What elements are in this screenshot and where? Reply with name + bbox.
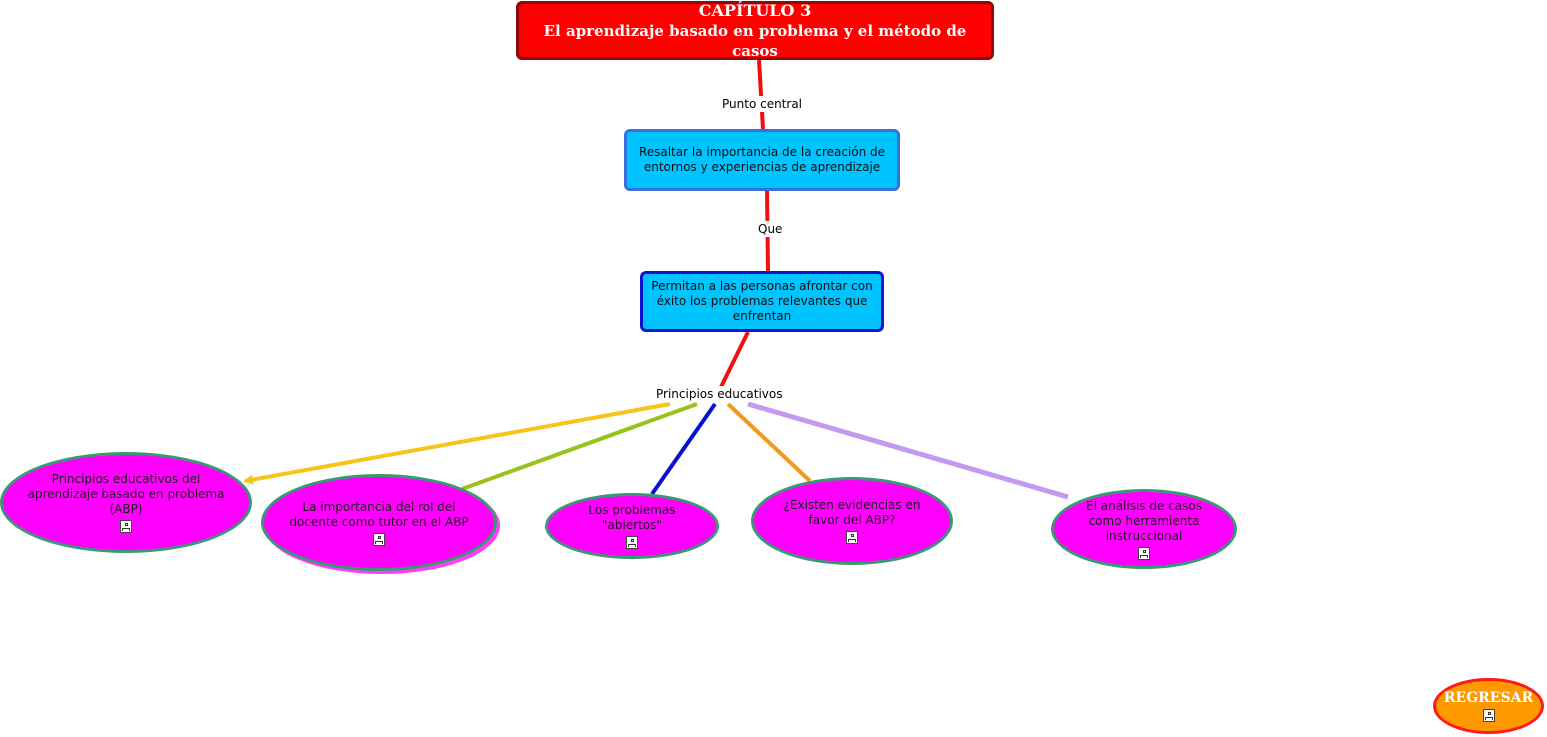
topic-node-abp-principles[interactable]: Principios educativos del aprendizaje ba… [0,452,252,553]
connector-allow-to-principles [719,331,750,388]
back-button-label: REGRESAR [1443,690,1534,706]
branch-to-topic-5 [747,401,1069,500]
topic-label: Principios educativos del aprendizaje ba… [27,472,225,516]
topic-label: Los problemas "abiertos" [588,503,676,532]
topic-node-case-analysis[interactable]: El análisis de casos como herramienta in… [1051,489,1237,569]
concept-map-icon[interactable] [846,531,858,544]
branch-to-topic-1 [243,402,671,485]
link-label-that: Que [756,221,785,237]
link-label-principles: Principios educativos [654,386,785,402]
branch-to-topic-2 [461,402,698,491]
concept-map-icon[interactable] [120,520,132,533]
chapter-number: CAPÍTULO 3 [698,0,812,20]
concept-highlight-node: Resaltar la importancia de la creación d… [624,129,900,191]
link-label-central-point: Punto central [720,96,805,112]
concept-allow-text: Permitan a las personas afrontar con éxi… [651,279,873,323]
topic-node-evidence[interactable]: ¿Existen evidencias en favor del ABP? [751,477,953,565]
concept-map-icon[interactable] [1138,546,1150,560]
branch-to-topic-4 [726,402,812,483]
topic-label: La importancia del rol del docente como … [289,499,469,529]
connector-title-to-central [757,59,765,130]
branch-to-topic-3 [650,402,717,496]
concept-map-icon[interactable] [1482,709,1495,722]
chapter-title-node: CAPÍTULO 3 El aprendizaje basado en prob… [516,1,994,60]
topic-label: El análisis de casos como herramienta in… [1086,498,1202,543]
concept-allow-node: Permitan a las personas afrontar con éxi… [640,271,884,332]
back-button[interactable]: REGRESAR [1433,678,1544,734]
concept-highlight-text: Resaltar la importancia de la creación d… [638,145,886,174]
topic-node-open-problems[interactable]: Los problemas "abiertos" [545,493,719,559]
topic-label: ¿Existen evidencias en favor del ABP? [783,498,921,527]
concept-map-icon[interactable] [373,532,385,546]
topic-node-teacher-role[interactable]: La importancia del rol del docente como … [261,474,497,571]
chapter-title: El aprendizaje basado en problema y el m… [543,21,967,60]
concept-map-icon[interactable] [626,536,638,549]
